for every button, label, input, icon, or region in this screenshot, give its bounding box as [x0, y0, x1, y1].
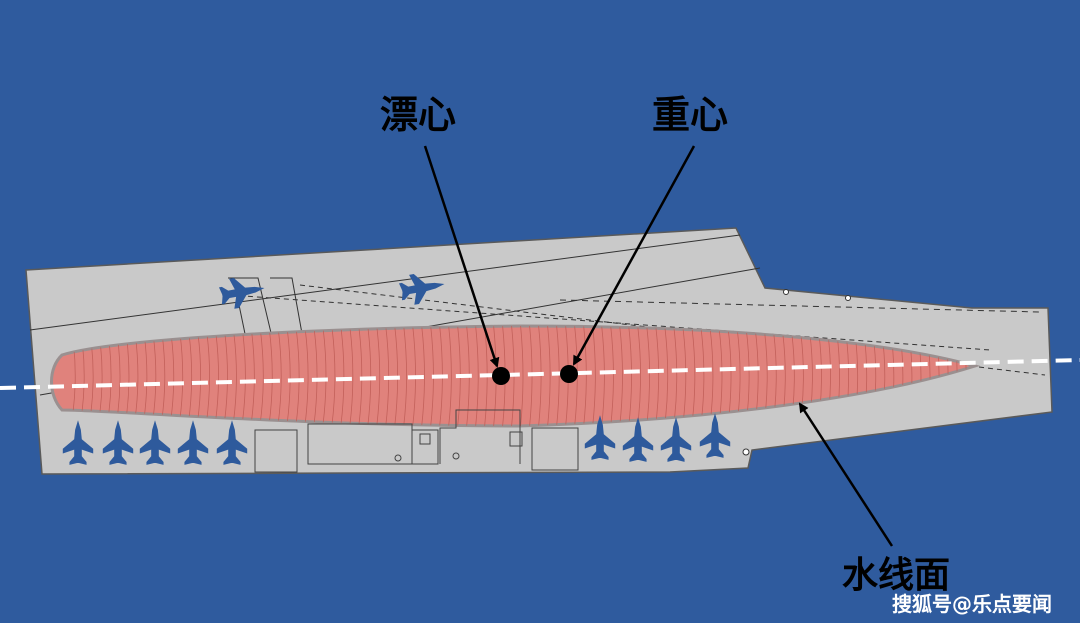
label-center-of-buoyancy: 漂心: [380, 93, 457, 137]
arrow-center-of-gravity: [572, 145, 696, 366]
arrow-waterline-plane: [798, 402, 894, 547]
watermark-text: 搜狐号@乐点要闻: [892, 592, 1052, 616]
center-of-buoyancy-marker: [492, 367, 510, 385]
waterline: [0, 358, 1080, 390]
label-center-of-gravity: 重心: [652, 93, 729, 137]
deck-structures: [254, 409, 579, 473]
arrow-center-of-buoyancy: [423, 145, 500, 368]
label-waterline-plane: 水线面: [842, 555, 951, 596]
center-of-gravity-marker: [560, 365, 578, 383]
